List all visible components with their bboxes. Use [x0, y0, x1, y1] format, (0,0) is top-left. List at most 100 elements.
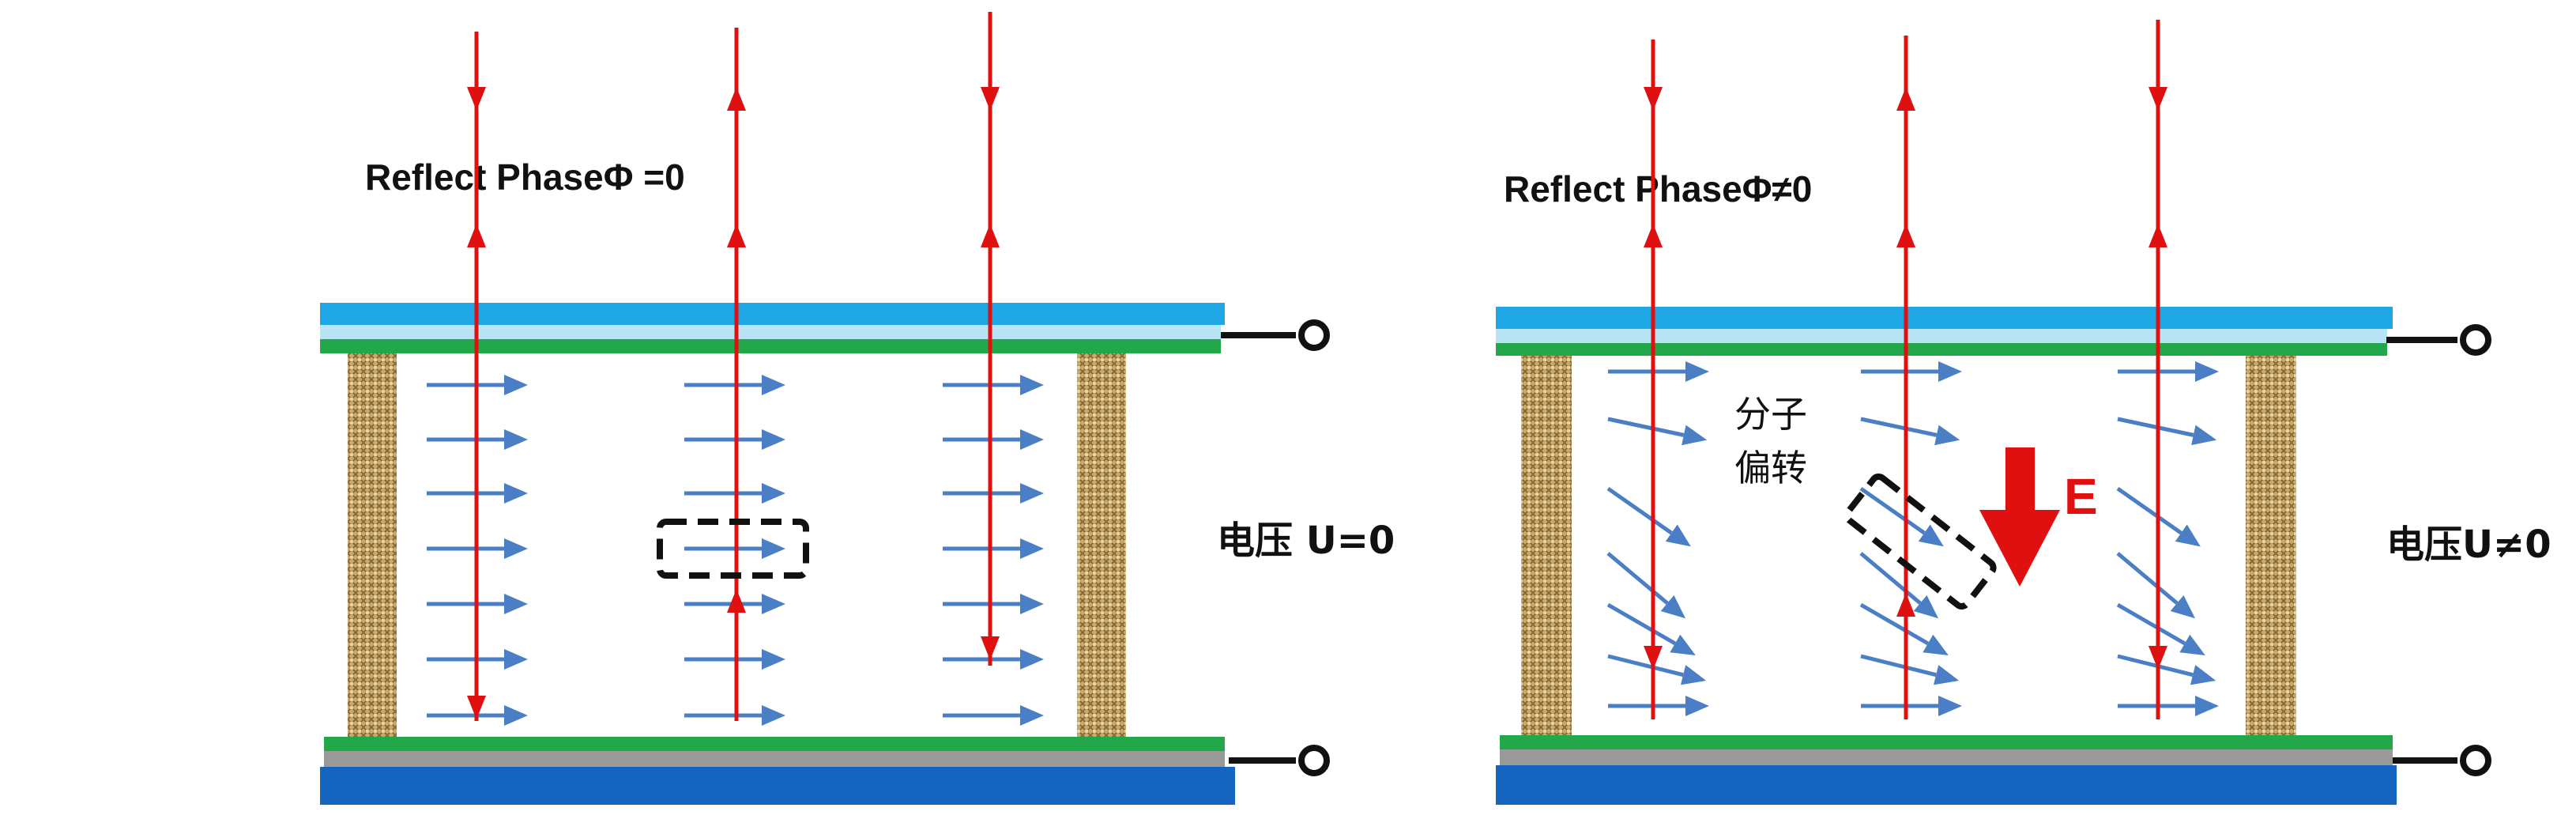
ray-arrowhead: [981, 224, 1000, 247]
ray-arrowhead: [727, 224, 746, 247]
right-molecule-arrow: [1608, 696, 1709, 716]
left-molecule-arrow: [943, 429, 1044, 450]
left-molecule-arrow: [684, 429, 785, 450]
left-bottom-terminal: [1298, 745, 1330, 776]
right-molecule-arrow: [1860, 417, 1960, 446]
right-molecule-arrow: [1861, 696, 1962, 716]
right-molecule-arrow: [2116, 602, 2205, 655]
right-molecule-arrow: [1861, 361, 1962, 382]
left-molecule-arrow: [684, 705, 785, 726]
left-panel: Reflect PhaseΦ =0 电压 U=0: [320, 12, 1395, 805]
right-molecule-arrow: [1859, 602, 1949, 655]
right-ray-3: [2149, 20, 2167, 719]
right-molecule-arrow: [2118, 696, 2219, 716]
electric-field-arrow: [1979, 447, 2060, 587]
right-molecule-highlight-box: [1843, 473, 1997, 610]
electric-field-label: E: [2064, 468, 2098, 525]
left-molecule-arrow: [684, 483, 785, 504]
right-bottom-terminal: [2460, 745, 2491, 776]
right-molecule-arrows: [1606, 361, 2219, 716]
left-molecule-arrow: [427, 538, 528, 559]
left-top-glass: [320, 325, 1221, 339]
left-spacer-left: [348, 353, 397, 737]
left-top-alignment-layer: [320, 339, 1221, 353]
right-bottom-mirror: [1500, 749, 2393, 765]
ray-arrowhead: [2149, 224, 2167, 247]
left-phase-label: Reflect PhaseΦ =0: [365, 157, 685, 198]
right-ray-2: [1896, 36, 1915, 719]
ray-arrowhead: [1896, 87, 1915, 111]
left-ray-3: [981, 12, 1000, 666]
left-light-rays: [467, 12, 1000, 721]
right-molecule-arrow: [2116, 552, 2196, 619]
right-voltage-label: 电压U≠0: [2386, 523, 2552, 567]
right-phase-label: Reflect PhaseΦ≠0: [1504, 168, 1812, 209]
left-molecule-arrow: [427, 375, 528, 395]
ray-arrowhead: [2149, 646, 2167, 670]
left-molecule-arrows: [427, 375, 1044, 726]
left-voltage-label: 电压 U=0: [1217, 519, 1395, 563]
ray-arrowhead: [1644, 87, 1663, 111]
left-top-electrode: [320, 303, 1225, 325]
left-molecule-arrow: [427, 705, 528, 726]
left-ray-2: [727, 28, 746, 721]
ray-arrowhead: [1896, 593, 1915, 617]
left-molecule-arrow: [684, 649, 785, 670]
left-molecule-arrow: [427, 649, 528, 670]
right-molecule-arrow: [1608, 361, 1709, 382]
right-molecule-arrow: [1859, 552, 1939, 619]
right-ray-1: [1644, 40, 1663, 719]
left-bottom-alignment-layer: [324, 737, 1225, 751]
ray-arrowhead: [1644, 646, 1663, 670]
right-molecule-arrow: [2116, 486, 2201, 547]
ray-arrowhead: [1644, 224, 1663, 247]
molecule-deflection-label-line1: 分子: [1734, 393, 1807, 436]
left-molecule-arrow: [684, 594, 785, 614]
left-molecule-arrow: [943, 649, 1044, 670]
ray-arrowhead: [981, 636, 1000, 660]
right-molecule-arrow: [2118, 361, 2219, 382]
ray-arrowhead: [1896, 224, 1915, 247]
right-molecule-arrow: [2117, 654, 2216, 685]
right-molecule-arrow: [2117, 417, 2217, 446]
ray-arrowhead: [467, 696, 486, 719]
right-molecule-arrow: [1607, 654, 1707, 685]
left-molecule-arrow: [427, 483, 528, 504]
right-top-alignment-layer: [1496, 343, 2387, 356]
left-top-terminal: [1298, 319, 1330, 351]
right-molecule-arrow: [1607, 417, 1708, 446]
ray-arrowhead: [2149, 87, 2167, 111]
right-molecule-arrow: [1606, 552, 1686, 619]
right-spacer-left: [1521, 356, 1572, 735]
right-top-terminal: [2460, 324, 2491, 356]
left-ray-1: [467, 32, 486, 721]
ray-arrowhead: [727, 589, 746, 613]
left-molecule-arrow: [427, 594, 528, 614]
left-molecule-arrow: [943, 483, 1044, 504]
ray-arrowhead: [981, 87, 1000, 111]
molecule-deflection-label-line2: 偏转: [1734, 447, 1807, 489]
left-molecule-arrow: [943, 538, 1044, 559]
left-molecule-highlight-box: [657, 519, 809, 579]
right-panel: Reflect PhaseΦ≠0 分子 偏转 E 电压U≠0: [1496, 20, 2552, 805]
ray-arrowhead: [467, 224, 486, 247]
right-bottom-alignment-layer: [1500, 735, 2393, 749]
right-light-rays: [1644, 20, 2167, 719]
right-top-glass: [1496, 329, 2387, 343]
right-molecule-arrow: [1606, 486, 1691, 547]
right-top-electrode: [1496, 307, 2393, 329]
left-molecule-arrow: [684, 538, 785, 559]
left-spacer-right: [1077, 353, 1126, 737]
left-molecule-arrow: [943, 594, 1044, 614]
left-molecule-arrow: [684, 375, 785, 395]
ray-arrowhead: [467, 87, 486, 111]
left-bottom-mirror: [324, 751, 1225, 767]
right-bottom-electrode: [1496, 765, 2397, 805]
right-molecule-arrow: [1606, 602, 1696, 655]
left-bottom-electrode: [320, 767, 1235, 805]
left-molecule-arrow: [943, 705, 1044, 726]
right-molecule-arrow: [1859, 486, 1944, 547]
ray-arrowhead: [727, 87, 746, 111]
right-molecule-arrow: [1860, 654, 1960, 685]
